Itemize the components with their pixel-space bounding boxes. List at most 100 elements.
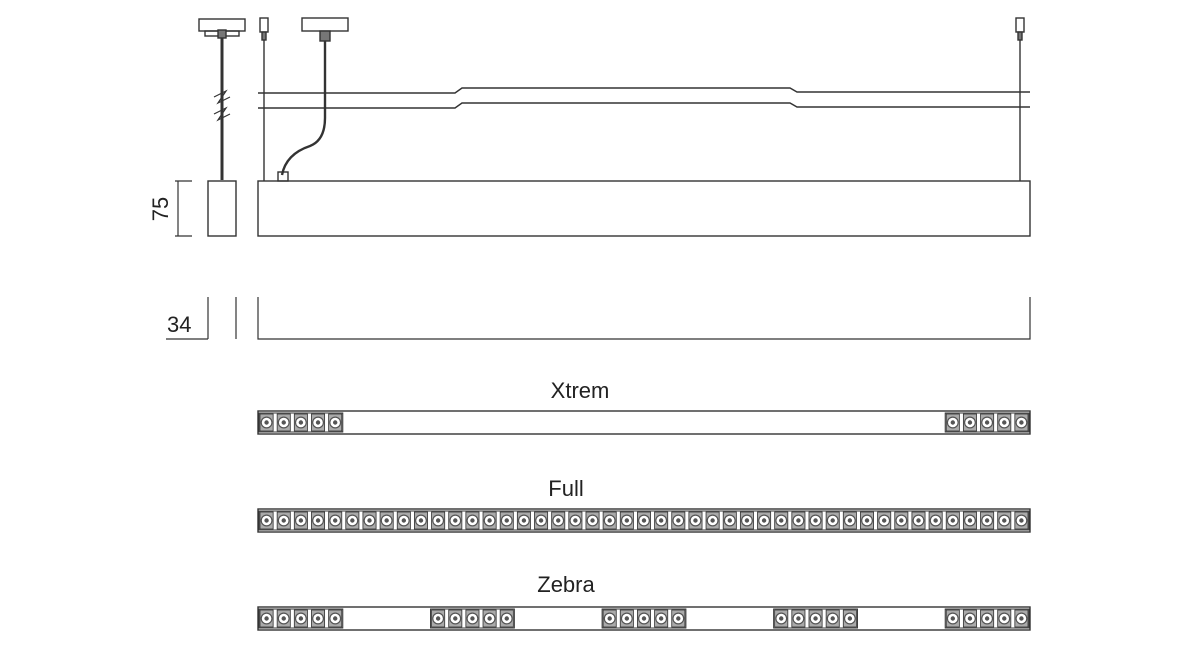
bottom-profile [257, 297, 1031, 340]
led-chip [676, 518, 681, 523]
led-chip [813, 518, 818, 523]
led-chip [779, 616, 784, 621]
led-chip [727, 518, 732, 523]
left-canopy [198, 18, 246, 180]
power-canopy [277, 17, 349, 182]
led-chip [1019, 420, 1024, 425]
led-chip [1002, 616, 1007, 621]
led-chip [658, 518, 664, 523]
led-chip [658, 616, 664, 621]
led-chip [590, 518, 595, 523]
led-chip [984, 420, 990, 425]
led-chip [315, 616, 321, 621]
led-chip [435, 518, 441, 523]
section-profile [207, 180, 237, 237]
led-chip [538, 518, 544, 523]
led-chip [281, 420, 286, 425]
led-chip [1002, 420, 1007, 425]
led-chip [813, 616, 818, 621]
led-group [258, 412, 344, 433]
led-chip [676, 616, 681, 621]
led-chip [453, 518, 458, 523]
led-chip [435, 616, 441, 621]
led-chip [761, 518, 767, 523]
led-group [258, 510, 1030, 531]
led-chip [624, 518, 630, 523]
led-chip [830, 616, 835, 621]
led-chip [487, 518, 492, 523]
led-chip [418, 518, 424, 523]
led-chip [693, 518, 698, 523]
led-chip [281, 616, 286, 621]
led-chip [315, 518, 321, 523]
led-chip [933, 518, 938, 523]
width-dimension-label: 34 [167, 312, 191, 337]
led-chip [367, 518, 372, 523]
led-group [258, 608, 344, 629]
led-chip [607, 518, 612, 523]
led-chip [556, 518, 561, 523]
led-chip [847, 616, 853, 621]
led-chip [470, 518, 475, 523]
led-chip [264, 616, 269, 621]
variant-bar-zebra [257, 606, 1031, 631]
led-chip [796, 518, 801, 523]
led-chip [864, 518, 870, 523]
led-group [944, 412, 1030, 433]
variant-bar-xtrem [257, 410, 1031, 435]
led-chip [916, 518, 921, 523]
led-chip [881, 518, 887, 523]
led-chip [796, 616, 801, 621]
led-chip [967, 616, 973, 621]
led-chip [899, 518, 904, 523]
height-dimension [175, 180, 192, 237]
led-chip [967, 420, 973, 425]
led-chip [315, 420, 321, 425]
variant-bar-full [257, 508, 1031, 533]
led-chip [504, 616, 509, 621]
led-chip [950, 420, 955, 425]
led-chip [950, 518, 955, 523]
led-group [773, 608, 858, 629]
led-chip [967, 518, 973, 523]
led-chip [847, 518, 853, 523]
led-chip [333, 420, 338, 425]
left-pin-mount [259, 17, 269, 181]
led-chip [710, 518, 715, 523]
led-chip [298, 616, 304, 621]
led-group [601, 608, 687, 629]
variant-label-zebra: Zebra [537, 572, 595, 597]
led-chip [607, 616, 612, 621]
led-chip [744, 518, 750, 523]
led-chip [264, 518, 269, 523]
led-chip [950, 616, 955, 621]
led-chip [1019, 518, 1024, 523]
led-chip [401, 518, 407, 523]
height-dimension-label: 75 [148, 197, 173, 221]
side-view [198, 17, 1031, 237]
led-chip [573, 518, 578, 523]
led-chip [521, 518, 527, 523]
led-chip [624, 616, 630, 621]
led-chip [641, 518, 647, 523]
led-group [430, 608, 515, 629]
led-bar-frame [257, 410, 1031, 435]
led-chip [504, 518, 509, 523]
led-chip [487, 616, 492, 621]
led-chip [453, 616, 458, 621]
led-chip [281, 518, 286, 523]
right-pin-mount [1015, 17, 1025, 181]
ceiling-break-line [258, 87, 1030, 94]
led-chip [298, 420, 304, 425]
led-chip [641, 616, 647, 621]
led-chip [1019, 616, 1024, 621]
break-mark [213, 89, 231, 122]
led-chip [333, 616, 338, 621]
luminaire-body [257, 180, 1031, 237]
variant-label-xtrem: Xtrem [551, 378, 610, 403]
led-chip [1002, 518, 1007, 523]
led-chip [264, 420, 269, 425]
bottom-view [166, 297, 1031, 340]
led-chip [298, 518, 304, 523]
